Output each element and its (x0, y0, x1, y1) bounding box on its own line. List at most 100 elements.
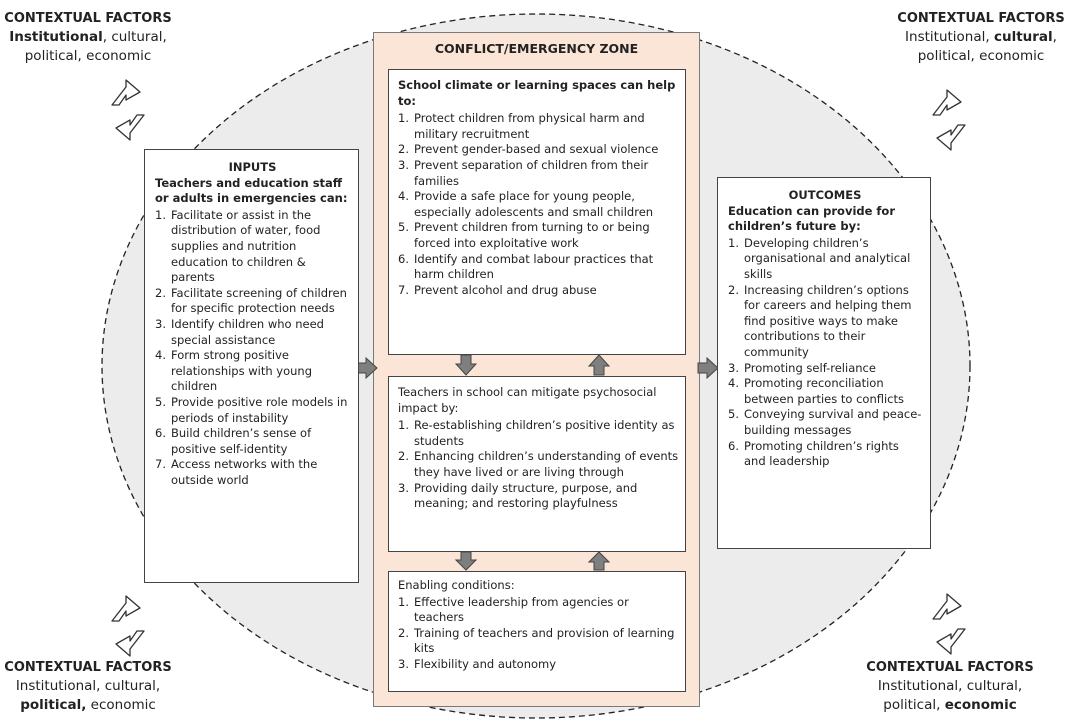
list-item: 1. Effective leadership from agencies or … (398, 595, 679, 626)
list-item: 2.Enhancing children’s understanding of … (398, 449, 679, 480)
list-item: 1. Re-establishing children’s positive id… (398, 418, 679, 449)
outcomes-box: OUTCOMES Education can provide for child… (717, 177, 931, 549)
cycle-arrows-icon (932, 89, 966, 151)
list-item-number: 3. (398, 157, 409, 172)
inputs-list: 1.Facilitate or assist in the distributi… (155, 208, 350, 489)
school-climate-heading: School climate or learning spaces can he… (398, 78, 676, 108)
list-item-text: Promoting reconciliation between parties… (744, 376, 904, 406)
list-item-number: 4. (728, 376, 739, 391)
list-item: 3. Flexibility and autonomy (398, 657, 679, 673)
list-item-number: 3. (728, 360, 739, 375)
list-item-number: 1. (398, 418, 409, 433)
contextual-factors-body: Institutional, cultural, political, econo… (835, 677, 1065, 715)
teachers-mitigate-heading: Teachers in school can mitigate psychoso… (398, 385, 657, 415)
list-item-number: 6. (728, 438, 739, 453)
list-item: 1. Protect children from physical harm an… (398, 111, 679, 142)
cycle-arrows-icon (932, 593, 966, 655)
contextual-factors-body: Institutional, cultural,political, econo… (866, 28, 1067, 66)
gray-block-arrow-icon (455, 551, 477, 571)
list-item-number: 4. (155, 348, 166, 363)
list-item: 6.Build children’s sense of positive sel… (155, 426, 350, 457)
list-item: 1.Developing children’s organisational a… (728, 236, 922, 283)
list-item-text: Identify and combat labour practices tha… (414, 251, 654, 282)
list-item: 4.Provide a safe place for young people,… (398, 189, 679, 220)
inputs-title: INPUTS (228, 160, 277, 174)
list-item-number: 5. (398, 220, 409, 235)
gray-block-arrow-icon (588, 551, 610, 571)
list-item-text: Identify children who need special assis… (171, 316, 324, 347)
list-item-text: Prevent separation of children from thei… (414, 157, 649, 188)
list-item-text: Provide positive role models in periods … (171, 394, 348, 425)
list-item: 2.Training of teachers and provision of … (398, 626, 679, 657)
teachers-mitigate-box: Teachers in school can mitigate psychoso… (388, 376, 686, 552)
contextual-factors-title: CONTEXTUAL FACTORS (4, 11, 172, 26)
list-item-text: Conveying survival and peace-building me… (744, 407, 922, 437)
list-item-number: 1. (398, 594, 409, 609)
list-item-number: 3. (398, 480, 409, 495)
list-item: 3. Identify children who need special ass… (155, 317, 350, 348)
teachers-mitigate-list: 1. Re-establishing children’s positive id… (398, 418, 679, 512)
list-item-text: Flexibility and autonomy (414, 656, 557, 671)
list-item-number: 5. (728, 407, 739, 422)
list-item-number: 2. (155, 285, 166, 300)
list-item: 2.Prevent gender-based and sexual violen… (398, 142, 679, 158)
list-item-number: 1. (398, 111, 409, 126)
factor-text: political, (883, 697, 945, 713)
list-item-text: Effective leadership from agencies or te… (414, 594, 629, 625)
list-item-text: Build children’s sense of positive self-… (171, 426, 312, 456)
emphasized-factor: Institutional (9, 29, 103, 45)
cycle-arrows-icon (111, 79, 145, 141)
inputs-subtitle: Teachers and education staff or adults i… (155, 175, 348, 206)
list-item-number: 7. (155, 457, 166, 472)
list-item: 4.Form strong positive relationships wit… (155, 348, 350, 395)
list-item: 4. Promoting reconciliation between parti… (728, 376, 922, 407)
list-item: 1.Facilitate or assist in the distributi… (155, 208, 350, 286)
enabling-conditions-heading: Enabling conditions: (398, 578, 515, 592)
list-item: 7.Access networks with the outside world (155, 457, 350, 488)
list-item: 2. Facilitate screening of children for s… (155, 286, 350, 317)
list-item-number: 2. (398, 142, 409, 157)
gray-block-arrow-icon (588, 354, 610, 376)
contextual-factors-top-right: CONTEXTUAL FACTORS Institutional, cultur… (866, 9, 1067, 66)
list-item-text: Providing daily structure, purpose, and … (414, 480, 638, 511)
list-item-text: Facilitate screening of children for spe… (171, 285, 347, 316)
factor-text: Institutional, cultural, (15, 678, 161, 694)
emphasized-factor: economic (944, 697, 1017, 713)
list-item-number: 3. (398, 656, 409, 671)
school-climate-list: 1. Protect children from physical harm an… (398, 111, 679, 298)
list-item-number: 5. (155, 394, 166, 409)
contextual-factors-title: CONTEXTUAL FACTORS (4, 660, 172, 675)
factor-text: economic (86, 697, 156, 713)
contextual-factors-bottom-left: CONTEXTUAL FACTORS Institutional, cultur… (0, 658, 203, 715)
list-item: 5. Conveying survival and peace-building … (728, 407, 922, 438)
list-item: 6. Promoting children’s rights and leader… (728, 439, 922, 470)
list-item-number: 3. (155, 316, 166, 331)
list-item-text: Protect children from physical harm and … (414, 111, 645, 141)
inputs-box: INPUTS Teachers and education staff or a… (144, 149, 359, 583)
contextual-factors-bottom-right: CONTEXTUAL FACTORS Institutional, cultur… (835, 658, 1065, 715)
list-item-number: 2. (398, 625, 409, 640)
list-item-text: Prevent children from turning to or bein… (414, 220, 650, 250)
factor-text: Institutional, (905, 29, 994, 45)
zone-title: CONFLICT/EMERGENCY ZONE (434, 41, 639, 56)
list-item-number: 2. (398, 449, 409, 464)
list-item-number: 1. (155, 207, 166, 222)
gray-block-arrow-icon (455, 354, 477, 376)
outcomes-list: 1.Developing children’s organisational a… (728, 236, 922, 470)
list-item-text: Promoting children’s rights and leadersh… (744, 438, 899, 469)
list-item: 3. Prevent separation of children from th… (398, 158, 679, 189)
contextual-factors-top-left: CONTEXTUAL FACTORS Institutional, cultur… (0, 9, 203, 66)
list-item-text: Provide a safe place for young people, e… (414, 189, 654, 219)
list-item-number: 6. (398, 251, 409, 266)
gray-block-arrow-icon (697, 357, 719, 379)
list-item: 3. Promoting self-reliance (728, 361, 922, 377)
list-item-text: Prevent alcohol and drug abuse (414, 282, 597, 297)
factor-text: , (1052, 29, 1057, 45)
factor-text: Institutional, cultural, (877, 678, 1023, 694)
list-item-text: Promoting self-reliance (744, 360, 876, 375)
emphasized-factor: cultural (993, 29, 1053, 45)
outcomes-title: OUTCOMES (788, 188, 862, 202)
emphasized-factor: political, (20, 697, 87, 713)
list-item-text: Re-establishing children’s positive iden… (414, 418, 675, 448)
